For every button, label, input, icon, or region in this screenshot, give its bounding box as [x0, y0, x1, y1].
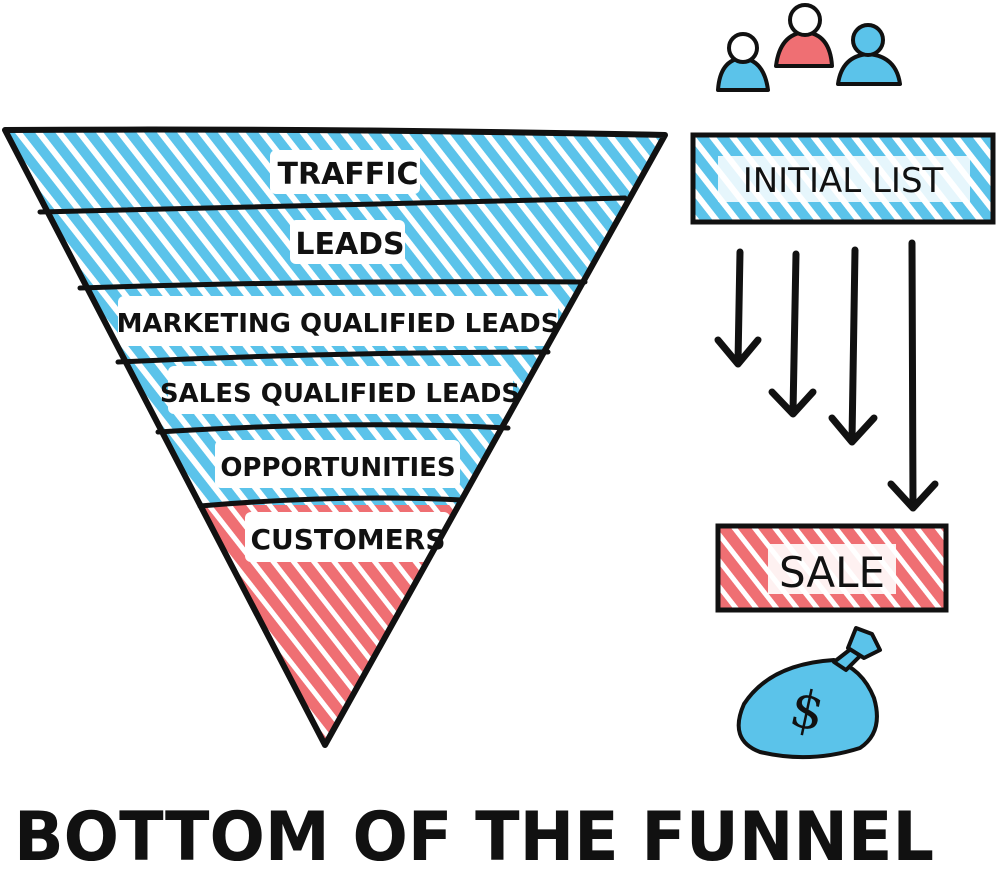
funnel-stage-label-traffic: TRAFFIC — [278, 157, 419, 192]
down-arrow-icon — [714, 248, 762, 368]
band-divider — [197, 495, 465, 509]
funnel: TRAFFIC LEADS MARKETING QUALIFIED LEADS … — [2, 126, 668, 748]
band-divider — [37, 195, 628, 215]
band-divider — [77, 279, 588, 291]
side-flow: INITIAL LIST SALE — [690, 3, 996, 760]
funnel-stage-label-opportunities: OPPORTUNITIES — [220, 453, 455, 483]
money-bag-icon: $ — [736, 626, 882, 760]
funnel-stage-label-customers: CUSTOMERS — [250, 523, 445, 556]
band-divider — [115, 349, 551, 365]
funnel-stage-label-leads: LEADS — [295, 227, 404, 262]
funnel-stage-label-mql: MARKETING QUALIFIED LEADS — [117, 309, 560, 339]
down-arrow-icon — [828, 246, 878, 446]
band-divider — [155, 422, 511, 435]
sale-box: SALE — [715, 523, 949, 613]
funnel-outline — [2, 126, 668, 748]
sale-label: SALE — [779, 548, 885, 597]
people-group-icon — [716, 3, 902, 92]
initial-list-label: INITIAL LIST — [743, 161, 944, 201]
down-arrow-icon — [768, 250, 817, 418]
page-title: BOTTOM OF THE FUNNEL — [14, 798, 934, 877]
initial-list-box: INITIAL LIST — [690, 132, 996, 225]
funnel-stage-label-sql: SALES QUALIFIED LEADS — [160, 379, 520, 409]
down-arrow-icon — [887, 239, 939, 512]
